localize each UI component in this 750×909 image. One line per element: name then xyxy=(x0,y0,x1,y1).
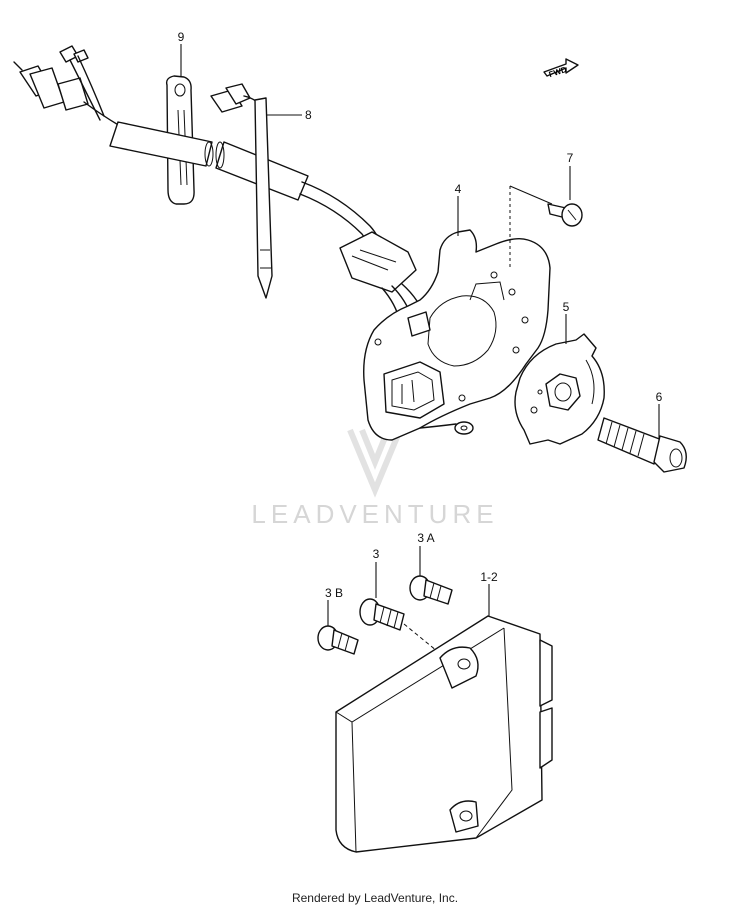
callout-8: 8 xyxy=(305,108,312,122)
leader-lines xyxy=(180,44,660,626)
footer-credit: Rendered by LeadVenture, Inc. xyxy=(291,891,459,905)
fwd-arrow: FWD xyxy=(543,58,579,79)
part-3-screw xyxy=(359,598,449,661)
callout-6: 6 xyxy=(656,390,663,404)
callouts: 9 8 7 4 5 6 3 3 A 3 B 1-2 xyxy=(178,30,663,600)
callout-3a: 3 A xyxy=(417,531,434,545)
part-3b-screw xyxy=(317,625,359,655)
part-6-bolt xyxy=(597,417,687,473)
callout-5: 5 xyxy=(563,300,570,314)
callout-9: 9 xyxy=(178,30,185,44)
part-7-screw xyxy=(547,203,583,227)
part-4-plate xyxy=(363,185,553,441)
watermark: LEADVENTURE xyxy=(251,428,498,529)
fwd-label: FWD xyxy=(548,65,568,79)
callout-7: 7 xyxy=(567,151,574,165)
wire-harness xyxy=(13,45,427,365)
part-3a-screw xyxy=(409,575,453,605)
callout-3b: 3 B xyxy=(325,586,343,600)
watermark-text: LEADVENTURE xyxy=(251,499,498,529)
callout-3: 3 xyxy=(373,547,380,561)
callout-1-2: 1-2 xyxy=(480,570,498,584)
callout-4: 4 xyxy=(455,182,462,196)
part-8-sensor xyxy=(210,83,273,299)
part-1-2-igniter xyxy=(335,615,553,853)
part-5-rotor xyxy=(514,333,605,445)
watermark-logo-icon xyxy=(347,428,403,498)
